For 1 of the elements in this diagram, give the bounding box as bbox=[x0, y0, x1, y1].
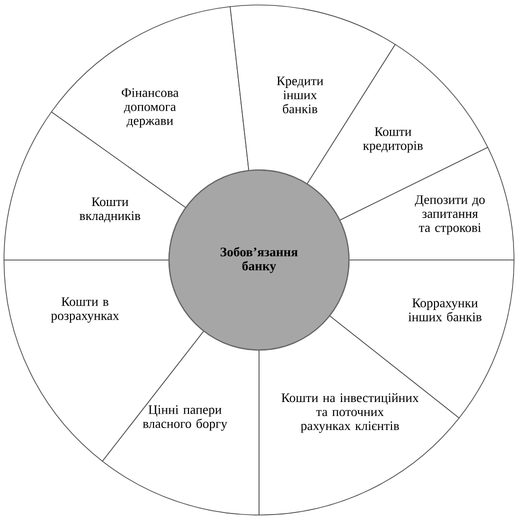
wheel-segment: Цінні папери власного боргу bbox=[102, 330, 260, 516]
